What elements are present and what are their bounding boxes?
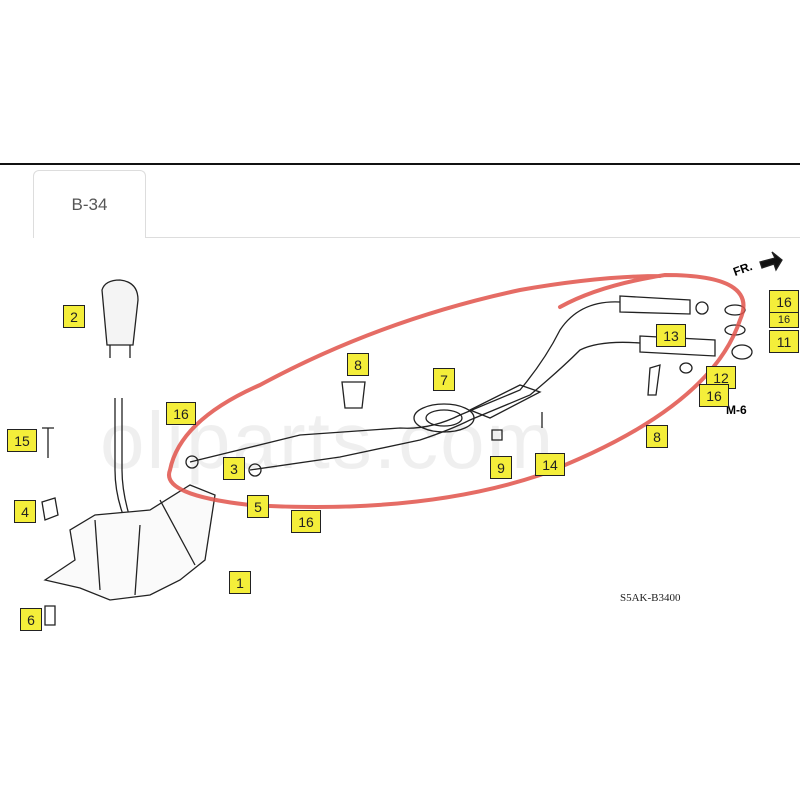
callout-13[interactable]: 13 [656, 324, 686, 347]
callout-7[interactable]: 7 [433, 368, 455, 391]
diagram-code: S5AK-B3400 [620, 592, 681, 604]
callout-14[interactable]: 14 [535, 453, 565, 476]
clip-8-right [647, 364, 661, 396]
shift-knob [101, 279, 139, 346]
shifter-base [43, 484, 216, 601]
shift-lever [114, 398, 131, 521]
callout-16[interactable]: 16 [291, 510, 321, 533]
ref-marker-m6: M-6 [726, 403, 747, 417]
tab-bar-border [146, 237, 800, 238]
clip-8-left [341, 381, 366, 409]
callout-15[interactable]: 15 [7, 429, 37, 452]
parts-diagram [41, 251, 783, 626]
callout-11[interactable]: 11 [769, 330, 799, 353]
callout-16[interactable]: 16 [769, 290, 799, 313]
callout-16[interactable]: 16 [699, 384, 729, 407]
tab-label: B-34 [71, 194, 108, 214]
cable-end-lower-left [248, 463, 262, 477]
callout-8[interactable]: 8 [347, 353, 369, 376]
callout-5[interactable]: 5 [247, 495, 269, 518]
top-divider [0, 163, 800, 165]
bushing [731, 344, 753, 360]
cable-bracket-7 [413, 403, 475, 433]
cable-bracket-plate [468, 384, 542, 419]
tab-b-34[interactable]: B-34 [33, 170, 146, 238]
callout-3[interactable]: 3 [223, 457, 245, 480]
callout-16-partial[interactable]: 16 [769, 312, 799, 328]
collar-6 [44, 605, 56, 626]
callout-1[interactable]: 1 [229, 571, 251, 594]
nut-4 [41, 497, 59, 521]
arrow-fr [759, 251, 783, 272]
callout-4[interactable]: 4 [14, 500, 36, 523]
cable-upper [189, 301, 621, 463]
cable-lower [249, 341, 641, 471]
callout-9[interactable]: 9 [490, 456, 512, 479]
callout-8[interactable]: 8 [646, 425, 668, 448]
highlight-circle [167, 272, 746, 509]
cable-end-upper-left [185, 455, 199, 469]
cable-end-upper-right [619, 295, 691, 315]
callout-6[interactable]: 6 [20, 608, 42, 631]
bolt-15 [42, 427, 54, 458]
callout-16[interactable]: 16 [166, 402, 196, 425]
nut-9 [491, 429, 503, 441]
cable-end-lower-right [639, 335, 716, 357]
callout-2[interactable]: 2 [63, 305, 85, 328]
